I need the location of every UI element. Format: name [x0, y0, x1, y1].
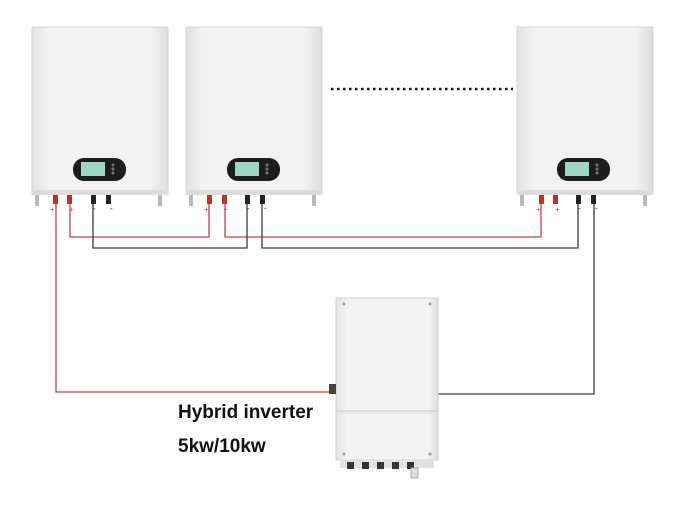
- svg-text:-: -: [93, 204, 96, 213]
- svg-text:+: +: [50, 205, 55, 214]
- battery-module-n: + + - -: [516, 26, 654, 214]
- svg-text:+: +: [555, 205, 560, 214]
- svg-text:-: -: [264, 204, 267, 213]
- svg-text:+: +: [204, 205, 209, 214]
- inverter-title: Hybrid inverter: [178, 402, 314, 423]
- positive-wiring: [55, 204, 542, 393]
- battery-module-2: + + - -: [185, 26, 323, 214]
- lcd-display-icon: [73, 158, 126, 181]
- lcd-display-icon: [227, 158, 280, 181]
- svg-text:-: -: [110, 204, 113, 213]
- negative-wiring: [92, 204, 595, 395]
- svg-text:-: -: [578, 204, 581, 213]
- inverter-rating: 5kw/10kw: [178, 436, 266, 457]
- svg-text:-: -: [595, 204, 598, 213]
- battery-module-1: + + - -: [31, 26, 169, 214]
- svg-text:+: +: [69, 205, 74, 214]
- lcd-display-icon: [557, 158, 610, 181]
- hybrid-inverter: [329, 297, 439, 479]
- svg-text:+: +: [536, 205, 541, 214]
- svg-text:-: -: [247, 204, 250, 213]
